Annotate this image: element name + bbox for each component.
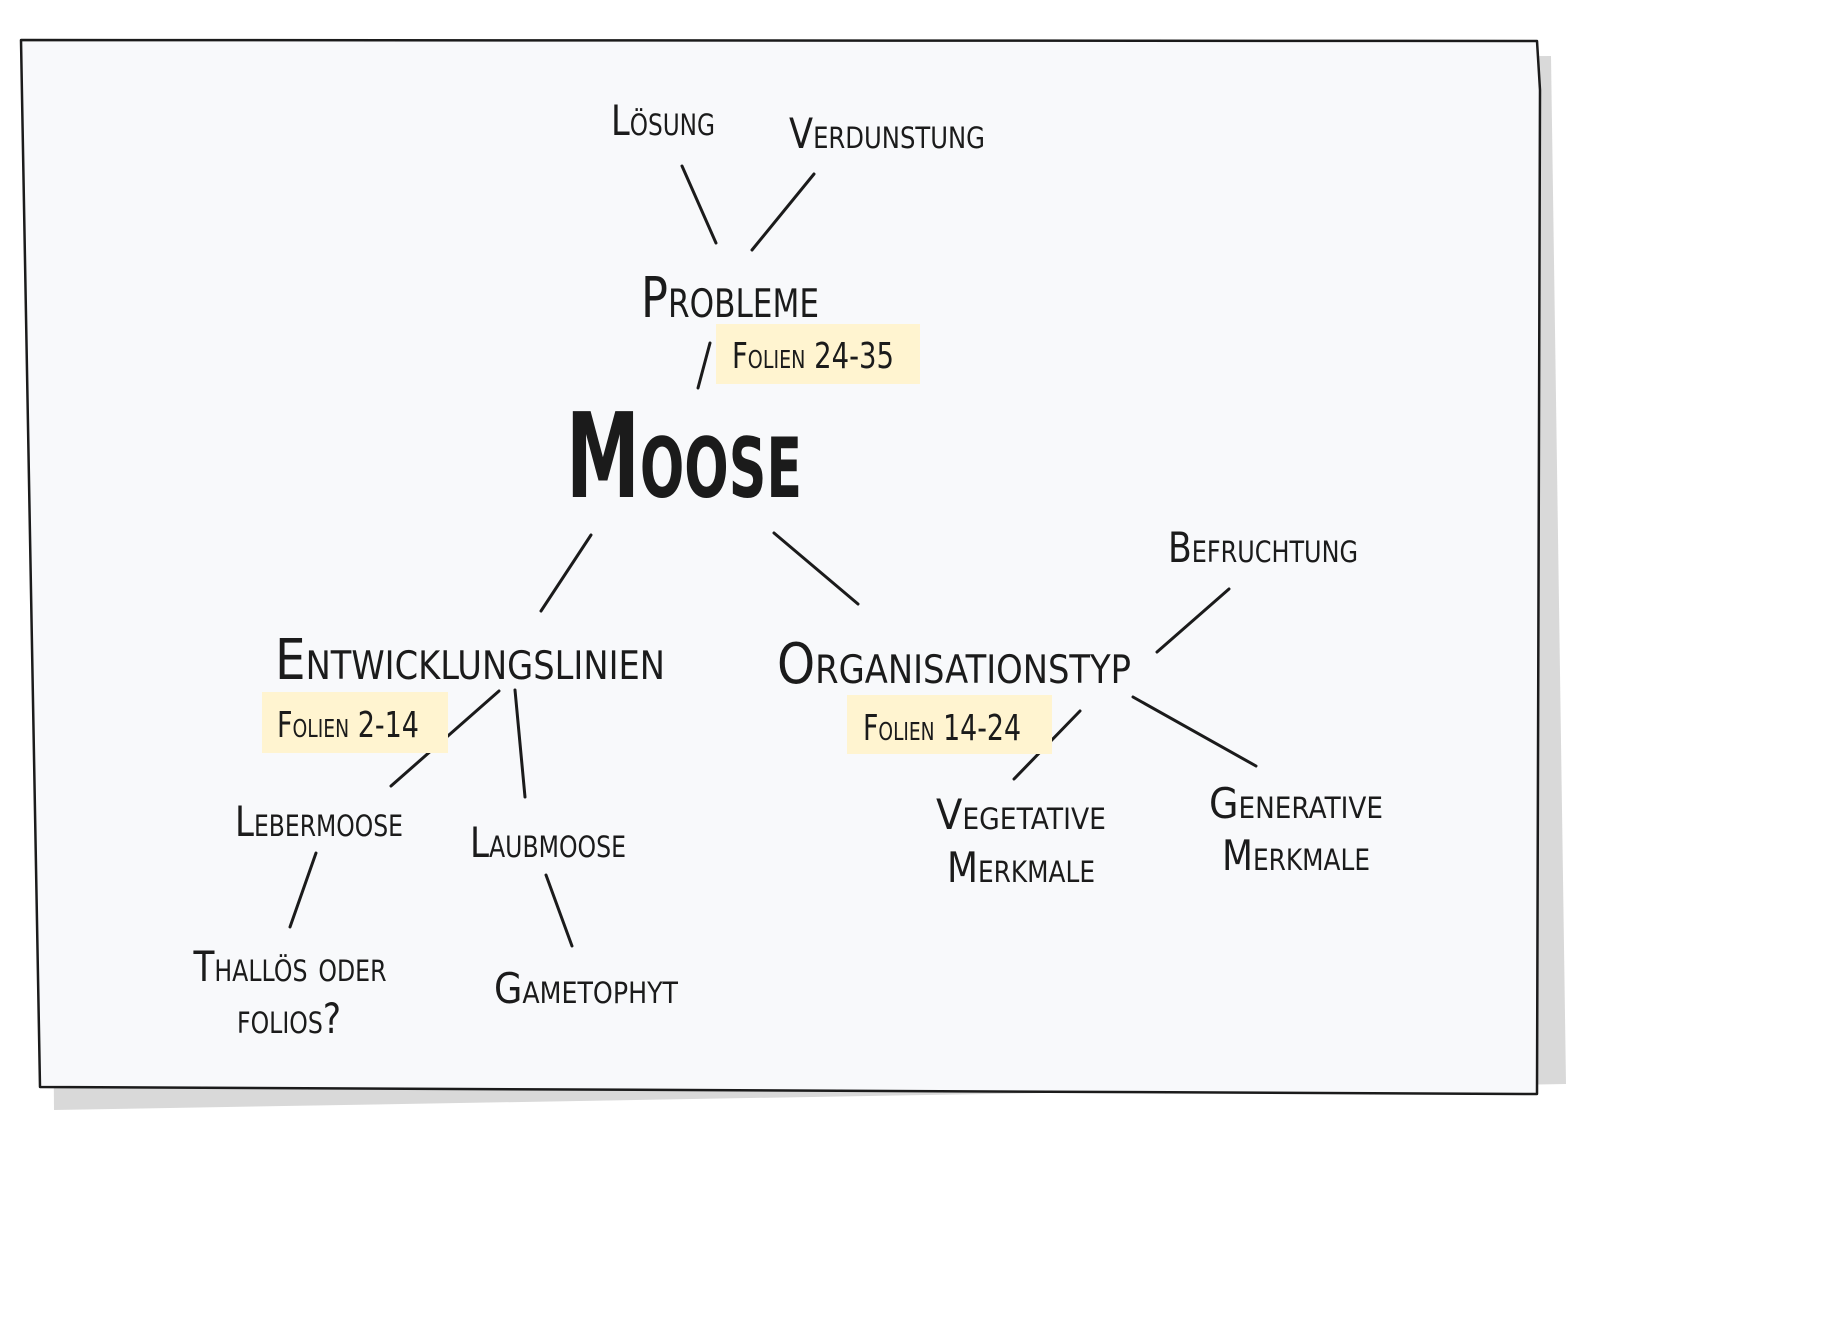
- connector-thalloes: [288, 851, 318, 929]
- branch-entwicklungslinien-label: Entwicklungslinien: [275, 628, 665, 693]
- connector-verdunstung: [750, 172, 816, 252]
- note-box-probleme: [716, 324, 920, 384]
- leaf-loesung: Lösung: [611, 96, 715, 145]
- paper-sheet: [19, 38, 1542, 1096]
- leaf-verdunstung: Verdunstung: [789, 109, 985, 158]
- connector-moose-organisationstyp: [772, 531, 860, 606]
- note-box-entwicklungslinien: [262, 692, 448, 753]
- leaf-thalloes-line1: Thallös oder: [193, 942, 387, 991]
- leaf-vegetative-line1: Vegetative: [936, 790, 1106, 839]
- connector-loesung: [680, 164, 718, 245]
- leaf-generative-line2: Merkmale: [1222, 831, 1370, 880]
- branch-organisationstyp-label: Organisationstyp: [777, 632, 1131, 697]
- connector-moose-probleme: [696, 341, 712, 390]
- connector-befruchtung: [1155, 587, 1231, 654]
- connector-laubmoose: [513, 688, 527, 799]
- note-box-organisationstyp: [847, 695, 1052, 754]
- note-organisationstyp-folien: Folien 14-24: [863, 708, 1021, 749]
- note-probleme-folien: Folien 24-35: [732, 336, 894, 377]
- leaf-befruchtung: Befruchtung: [1168, 523, 1358, 572]
- connector-generative: [1131, 695, 1258, 768]
- note-entwicklungslinien-folien: Folien 2-14: [277, 705, 419, 746]
- leaf-lebermoose: Lebermoose: [235, 797, 403, 846]
- connector-moose-entwicklungslinien: [539, 533, 593, 613]
- leaf-generative-line1: Generative: [1209, 779, 1383, 828]
- leaf-vegetative-line2: Merkmale: [947, 843, 1095, 892]
- leaf-gametophyt: Gametophyt: [494, 964, 678, 1013]
- leaf-laubmoose: Laubmoose: [470, 818, 626, 867]
- connector-gametophyt: [544, 873, 574, 948]
- branch-probleme-label: Probleme: [641, 266, 819, 331]
- leaf-thalloes-line2: folios?: [237, 994, 341, 1043]
- central-topic-moose: Moose: [566, 387, 802, 525]
